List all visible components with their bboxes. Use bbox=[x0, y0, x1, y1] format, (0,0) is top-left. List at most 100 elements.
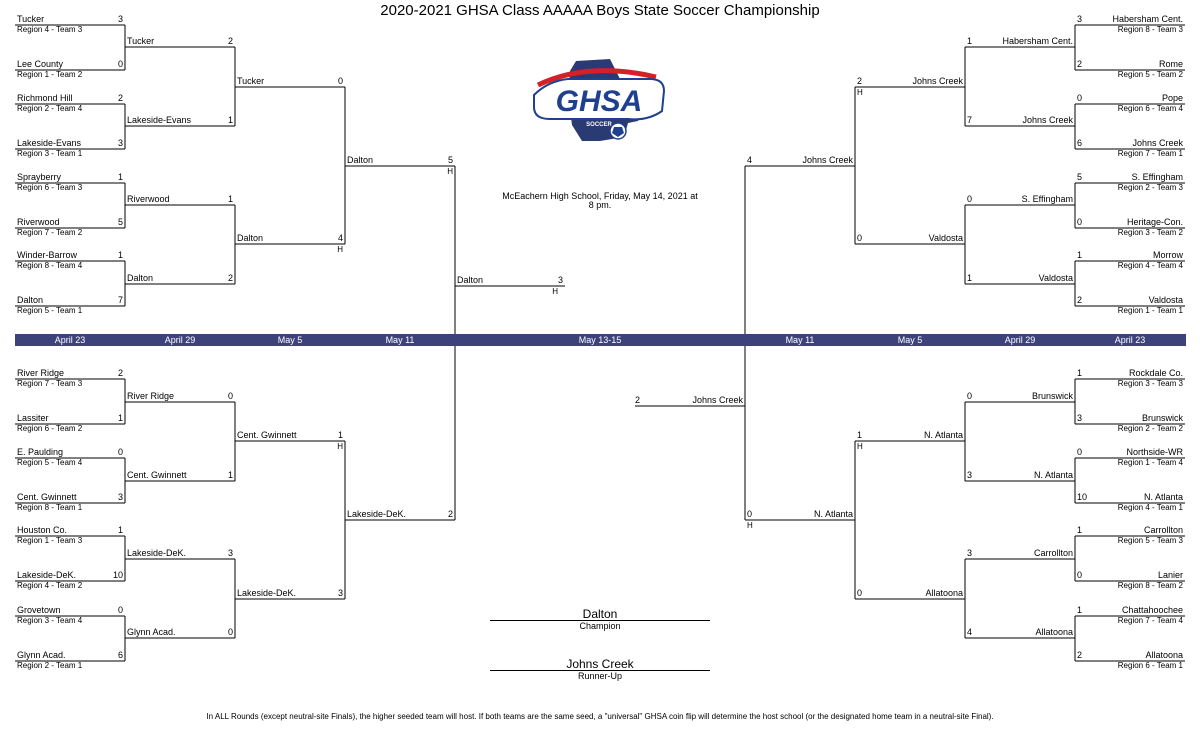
team-score: 1 bbox=[117, 413, 123, 423]
team-score: 0 bbox=[1077, 447, 1083, 457]
champion-name: Dalton bbox=[582, 607, 618, 621]
team-name: Sprayberry bbox=[17, 172, 62, 182]
team-name: River Ridge bbox=[17, 368, 65, 378]
round-date-label: May 11 bbox=[785, 335, 815, 345]
team-seed: Region 8 - Team 3 bbox=[1117, 25, 1183, 34]
team-name: Dalton bbox=[237, 233, 264, 243]
team-seed: Region 6 - Team 2 bbox=[17, 424, 83, 433]
team-score: 1 bbox=[227, 115, 233, 125]
host-marker: H bbox=[447, 167, 453, 176]
team-name: Morrow bbox=[1152, 250, 1183, 260]
host-marker: H bbox=[552, 287, 558, 296]
team-name: Grovetown bbox=[17, 605, 61, 615]
runner-up-name: Johns Creek bbox=[566, 657, 634, 671]
team-seed: Region 7 - Team 2 bbox=[17, 228, 83, 237]
host-marker: H bbox=[337, 245, 343, 254]
team-score: 0 bbox=[1077, 217, 1083, 227]
team-name: Johns Creek bbox=[692, 395, 743, 405]
team-name: Riverwood bbox=[17, 217, 60, 227]
team-name: Cent. Gwinnett bbox=[127, 470, 187, 480]
team-name: Valdosta bbox=[1038, 273, 1073, 283]
team-name: Valdosta bbox=[928, 233, 963, 243]
runner-up-line bbox=[490, 670, 710, 671]
team-score: 3 bbox=[1077, 14, 1083, 24]
team-score: 5 bbox=[1077, 172, 1083, 182]
team-name: E. Paulding bbox=[17, 447, 64, 457]
team-score: 0 bbox=[747, 509, 753, 519]
round-date-label: May 13-15 bbox=[578, 335, 622, 345]
team-seed: Region 1 - Team 4 bbox=[1117, 458, 1183, 467]
team-name: Cent. Gwinnett bbox=[17, 492, 77, 502]
team-name: S. Effingham bbox=[1021, 194, 1073, 204]
team-score: 2 bbox=[117, 93, 123, 103]
footnote: In ALL Rounds (except neutral-site Final… bbox=[206, 712, 994, 721]
round-dates-bar bbox=[15, 334, 1186, 346]
svg-text:SOCCER: SOCCER bbox=[586, 122, 612, 128]
venue-info: McEachern High School, Friday, May 14, 2… bbox=[502, 191, 698, 210]
team-seed: Region 2 - Team 3 bbox=[1117, 183, 1183, 192]
team-score: 5 bbox=[117, 217, 123, 227]
team-seed: Region 8 - Team 4 bbox=[17, 261, 83, 270]
team-seed: Region 6 - Team 3 bbox=[17, 183, 83, 192]
team-score: 3 bbox=[117, 138, 123, 148]
team-seed: Region 2 - Team 4 bbox=[17, 104, 83, 113]
team-score: 2 bbox=[117, 368, 123, 378]
team-name: Carrollton bbox=[1033, 548, 1073, 558]
team-name: Allatoona bbox=[925, 588, 963, 598]
team-score: 0 bbox=[117, 447, 123, 457]
runner-up-label: Runner-Up bbox=[577, 671, 623, 681]
host-marker: H bbox=[857, 442, 863, 451]
team-name: Dalton bbox=[17, 295, 44, 305]
team-name: Carrollton bbox=[1143, 525, 1183, 535]
team-score: 7 bbox=[967, 115, 973, 125]
team-name: Lakeside-DeK. bbox=[237, 588, 297, 598]
team-name: Allatoona bbox=[1145, 650, 1183, 660]
team-name: Tucker bbox=[17, 14, 45, 24]
team-name: Northside-WR bbox=[1126, 447, 1183, 457]
team-score: 10 bbox=[112, 570, 123, 580]
team-name: Cent. Gwinnett bbox=[237, 430, 297, 440]
team-score: 0 bbox=[117, 605, 123, 615]
team-seed: Region 4 - Team 3 bbox=[17, 25, 83, 34]
team-score: 2 bbox=[1077, 650, 1083, 660]
host-marker: H bbox=[747, 521, 753, 530]
team-name: Dalton bbox=[347, 155, 374, 165]
team-score: 0 bbox=[337, 76, 343, 86]
team-seed: Region 8 - Team 2 bbox=[1117, 581, 1183, 590]
team-name: Glynn Acad. bbox=[17, 650, 66, 660]
team-name: River Ridge bbox=[127, 391, 175, 401]
team-score: 2 bbox=[227, 273, 233, 283]
team-name: Dalton bbox=[127, 273, 154, 283]
team-score: 1 bbox=[1077, 605, 1083, 615]
team-score: 0 bbox=[1077, 570, 1083, 580]
team-name: Lakeside-DeK. bbox=[17, 570, 77, 580]
team-name: Lanier bbox=[1157, 570, 1183, 580]
team-name: Houston Co. bbox=[17, 525, 68, 535]
team-seed: Region 5 - Team 4 bbox=[17, 458, 83, 467]
team-seed: Region 3 - Team 2 bbox=[1117, 228, 1183, 237]
team-name: Richmond Hill bbox=[17, 93, 73, 103]
team-score: 1 bbox=[857, 430, 863, 440]
team-name: Heritage-Con. bbox=[1126, 217, 1183, 227]
team-seed: Region 7 - Team 4 bbox=[1117, 616, 1183, 625]
team-seed: Region 1 - Team 3 bbox=[17, 536, 83, 545]
team-name: Tucker bbox=[127, 36, 155, 46]
team-score: 7 bbox=[117, 295, 123, 305]
team-score: 0 bbox=[967, 391, 973, 401]
team-score: 1 bbox=[117, 250, 123, 260]
team-score: 1 bbox=[117, 172, 123, 182]
team-name: Brunswick bbox=[1031, 391, 1073, 401]
team-score: 5 bbox=[447, 155, 453, 165]
team-score: 3 bbox=[227, 548, 233, 558]
team-score: 4 bbox=[967, 627, 973, 637]
team-name: Riverwood bbox=[127, 194, 170, 204]
team-name: Brunswick bbox=[1141, 413, 1183, 423]
team-score: 0 bbox=[857, 588, 863, 598]
team-seed: Region 1 - Team 1 bbox=[1117, 306, 1183, 315]
round-date-label: April 29 bbox=[164, 335, 196, 345]
team-score: 3 bbox=[967, 470, 973, 480]
team-score: 10 bbox=[1077, 492, 1088, 502]
team-name: Habersham Cent. bbox=[1112, 14, 1183, 24]
team-name: Tucker bbox=[237, 76, 265, 86]
team-name: Johns Creek bbox=[1132, 138, 1183, 148]
